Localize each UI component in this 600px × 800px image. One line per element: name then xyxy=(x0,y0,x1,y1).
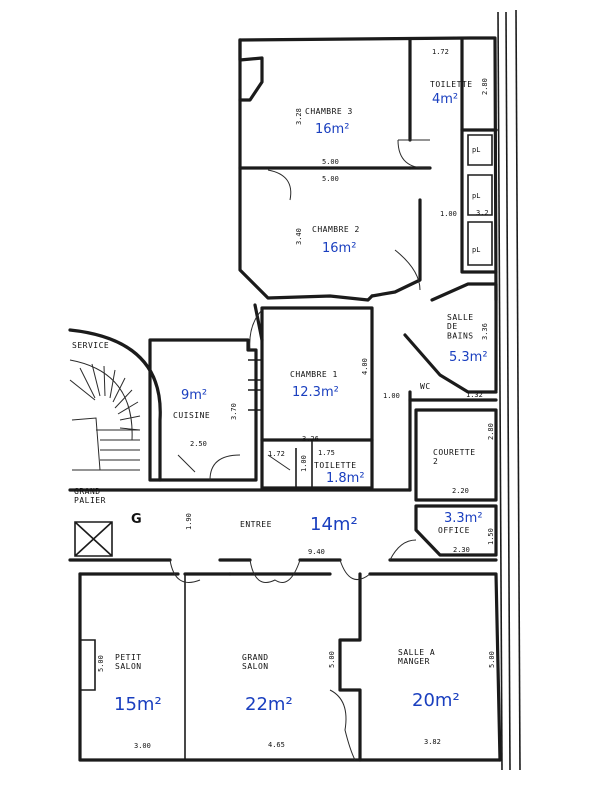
misc-labels: pL pL pL G xyxy=(131,146,480,527)
area-chambre-1: 12.3m² xyxy=(292,385,339,400)
room-name-toilette-top: TOILETTE xyxy=(430,80,473,89)
dim-label: 5.00 xyxy=(97,655,105,672)
dim-label: 1.00 xyxy=(440,210,457,218)
dim-label: 3.40 xyxy=(295,228,303,245)
placard-label: pL xyxy=(472,246,480,254)
staircase xyxy=(68,328,162,482)
dim-label: 1.75 xyxy=(318,449,335,457)
dim-label: 3.36 xyxy=(481,323,489,340)
dim-label: 1.50 xyxy=(487,528,495,545)
dim-label: 2.20 xyxy=(452,487,469,495)
room-name-chambre-1: CHAMBRE 1 xyxy=(290,370,338,379)
dim-label: 2.30 xyxy=(453,546,470,554)
room-name-service: SERVICE xyxy=(72,341,109,350)
dim-label: 5.00 xyxy=(322,158,339,166)
dim-label: 1.72 xyxy=(432,48,449,56)
dim-label: 1.90 xyxy=(185,513,193,530)
room-name-entree: ENTREE xyxy=(240,520,272,529)
dim-label: 2.80 xyxy=(481,78,489,95)
walls xyxy=(68,9,521,771)
area-toilette-small: 1.8m² xyxy=(326,471,365,486)
area-chambre-3: 16m² xyxy=(315,122,349,137)
dim-label: 3.70 xyxy=(230,403,238,420)
room-name-chambre-3: CHAMBRE 3 xyxy=(305,107,353,116)
dim-label: 5.00 xyxy=(322,175,339,183)
area-toilette-top: 4m² xyxy=(432,92,458,107)
area-salle-de-bains: 5.3m² xyxy=(449,350,488,365)
area-grand-salon: 22m² xyxy=(245,694,293,715)
room-name-office: OFFICE xyxy=(438,526,470,535)
dimension-labels: 1.72 2.80 3.28 5.00 5.00 3.40 1.00 3.2 3… xyxy=(97,48,496,750)
placard-label: pL xyxy=(472,192,480,200)
dim-label: 9.40 xyxy=(308,548,325,556)
dim-label: 5.00 xyxy=(488,651,496,668)
dim-label: 3.26 xyxy=(302,435,319,443)
dim-label: 3.82 xyxy=(424,738,441,746)
shaft xyxy=(74,521,113,557)
dim-label: 2.50 xyxy=(190,440,207,448)
room-name-toilette-small: TOILETTE xyxy=(314,461,357,470)
dim-label: 1.72 xyxy=(268,450,285,458)
area-cuisine: 9m² xyxy=(181,388,207,403)
area-petit-salon: 15m² xyxy=(114,694,162,715)
dim-label: 4.00 xyxy=(361,358,369,375)
area-entree: 14m² xyxy=(310,514,358,535)
room-name-wc: WC xyxy=(420,382,431,391)
dim-label: 1.00 xyxy=(300,455,308,472)
dim-label: 2.80 xyxy=(487,423,495,440)
g-label: G xyxy=(131,512,142,527)
door-swings xyxy=(169,139,431,761)
room-name-chambre-2: CHAMBRE 2 xyxy=(312,225,360,234)
area-chambre-2: 16m² xyxy=(322,241,356,256)
room-name-cuisine: CUISINE xyxy=(173,411,210,420)
placard-label: pL xyxy=(472,146,480,154)
dim-label: 1.32 xyxy=(466,391,483,399)
area-salle-a-manger: 20m² xyxy=(412,690,460,711)
dim-label: 3.28 xyxy=(295,108,303,125)
dim-label: 4.65 xyxy=(268,741,285,749)
room-names: CHAMBRE 3 CHAMBRE 2 TOILETTE CHAMBRE 1 C… xyxy=(72,80,476,671)
dim-label: 5.00 xyxy=(328,651,336,668)
dim-label: 3.00 xyxy=(134,742,151,750)
dim-label: 3.2 xyxy=(476,209,489,217)
dim-label: 1.00 xyxy=(383,392,400,400)
area-office: 3.3m² xyxy=(444,511,483,526)
area-labels: 16m² 16m² 4m² 12.3m² 9m² 5.3m² 1.8m² 14m… xyxy=(114,92,488,715)
